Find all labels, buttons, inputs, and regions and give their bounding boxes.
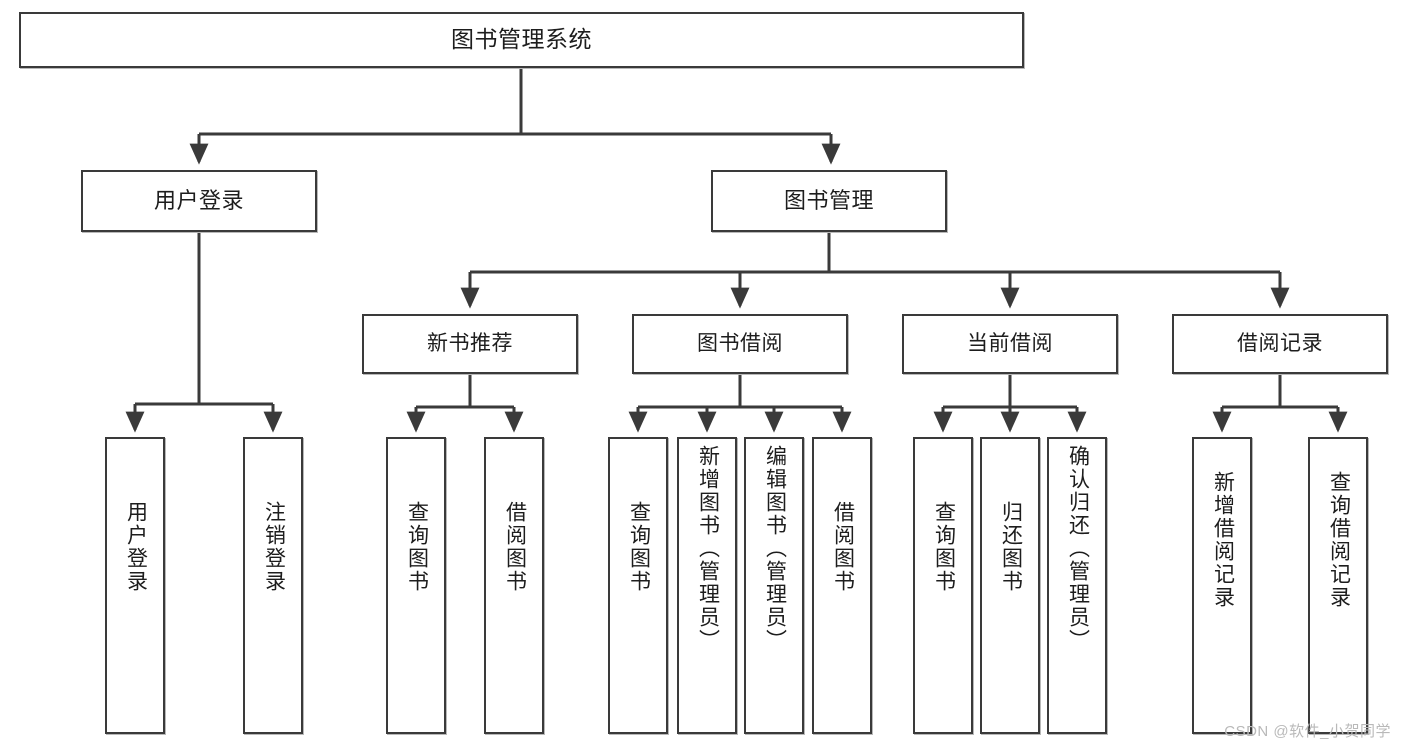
node-book-management[interactable]: 图书管理 [711,170,947,232]
watermark-text: CSDN @软件_小贺同学 [1224,723,1391,740]
leaf-logout-login[interactable]: 注销登录 [243,437,303,734]
node-label: 查询图书 [627,501,651,593]
leaf-add-borrow-record[interactable]: 新增借阅记录 [1192,437,1252,734]
node-book-borrow[interactable]: 图书借阅 [632,314,848,374]
leaf-query-book-recommend[interactable]: 查询图书 [386,437,446,734]
node-new-book-recommend[interactable]: 新书推荐 [362,314,578,374]
node-label: 查询图书 [932,501,956,593]
node-label: 图书借阅 [697,331,783,355]
node-label: 查询图书 [405,501,429,593]
leaf-borrow-book[interactable]: 借阅图书 [812,437,872,734]
leaf-query-borrow-record[interactable]: 查询借阅记录 [1308,437,1368,734]
node-label: 归还图书 [999,501,1023,593]
leaf-confirm-return-admin[interactable]: 确认归还（管理员） [1047,437,1107,734]
node-label: 借阅图书 [831,501,855,593]
node-label: 借阅图书 [503,501,527,593]
node-label: 当前借阅 [967,331,1053,355]
leaf-return-book[interactable]: 归还图书 [980,437,1040,734]
leaf-edit-book-admin[interactable]: 编辑图书（管理员） [744,437,804,734]
node-label: 新增图书（管理员） [696,445,720,652]
node-borrow-record[interactable]: 借阅记录 [1172,314,1388,374]
leaf-borrow-book-recommend[interactable]: 借阅图书 [484,437,544,734]
leaf-add-book-admin[interactable]: 新增图书（管理员） [677,437,737,734]
node-label: 确认归还（管理员） [1066,445,1090,652]
node-label: 新书推荐 [427,331,513,355]
node-label: 用户登录 [124,501,148,593]
node-label: 图书管理 [783,188,874,214]
node-label: 图书管理系统 [451,26,592,53]
leaf-query-book-borrow[interactable]: 查询图书 [608,437,668,734]
node-label: 查询借阅记录 [1327,471,1351,609]
node-user-login[interactable]: 用户登录 [81,170,317,232]
node-label: 编辑图书（管理员） [763,445,787,652]
node-label: 借阅记录 [1237,331,1323,355]
node-book-management-system[interactable]: 图书管理系统 [19,12,1024,68]
node-label: 新增借阅记录 [1211,471,1235,609]
node-label: 用户登录 [153,188,244,214]
leaf-user-login[interactable]: 用户登录 [105,437,165,734]
node-current-borrow[interactable]: 当前借阅 [902,314,1118,374]
leaf-query-book-current[interactable]: 查询图书 [913,437,973,734]
node-label: 注销登录 [262,501,286,593]
